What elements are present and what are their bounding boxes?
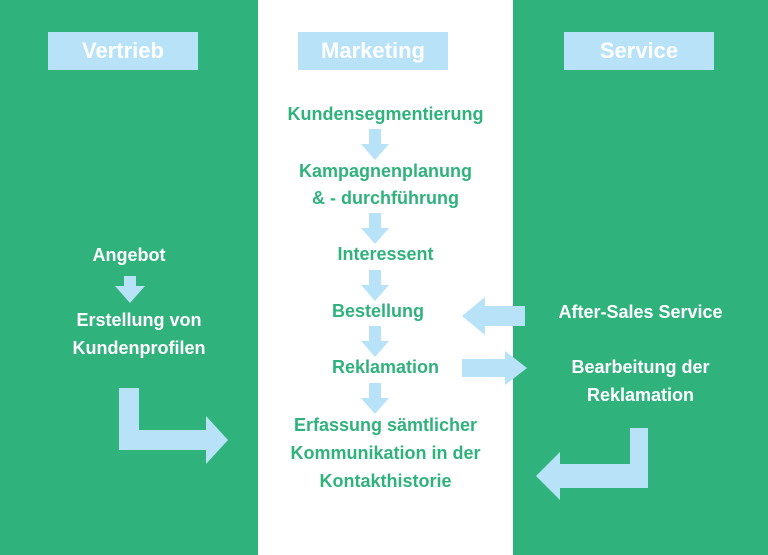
step-campaign-execution: & - durchführung xyxy=(312,188,459,208)
step-prospect: Interessent xyxy=(337,244,434,264)
arrow-down-1 xyxy=(361,129,389,160)
step-order: Bestellung xyxy=(331,301,424,321)
step-complaint: Reklamation xyxy=(331,357,440,377)
step-profile-line2: Kundenprofilen xyxy=(72,338,206,358)
arrow-service-to-order xyxy=(462,297,525,335)
step-complaint-handling-line2: Reklamation xyxy=(586,385,695,405)
step-segmentation: Kundensegmentierung xyxy=(287,104,484,124)
step-after-sales: After-Sales Service xyxy=(558,302,723,322)
arrow-down-4 xyxy=(361,326,389,357)
arrow-service-to-marketing xyxy=(536,428,648,500)
step-campaign-planning: Kampagnenplanung xyxy=(298,161,472,181)
sales-header: Vertrieb xyxy=(48,32,198,70)
arrow-down-left xyxy=(115,276,145,303)
step-offer: Angebot xyxy=(92,245,166,265)
step-record-line1: Erfassung sämtlicher xyxy=(293,415,478,435)
step-complaint-handling-line1: Bearbeitung der xyxy=(571,357,710,377)
arrow-down-5 xyxy=(361,383,389,414)
service-header: Service xyxy=(564,32,714,70)
arrow-down-2 xyxy=(361,213,389,244)
arrow-complaint-to-service xyxy=(462,351,527,385)
step-record-line3: Kontakthistorie xyxy=(319,471,452,491)
marketing-header: Marketing xyxy=(298,32,448,70)
marketing-column xyxy=(258,0,513,555)
step-record-line2: Kommunikation in der xyxy=(290,443,481,463)
arrow-sales-to-marketing xyxy=(119,388,228,464)
step-profile-line1: Erstellung von xyxy=(76,310,202,330)
arrow-down-3 xyxy=(361,270,389,301)
